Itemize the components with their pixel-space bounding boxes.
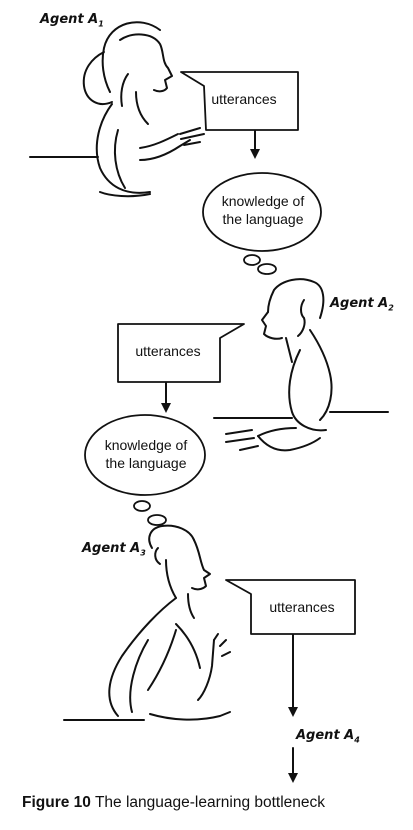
thought-text-2-line2: the language — [106, 455, 187, 471]
speech-bubble-3 — [225, 579, 356, 635]
thought-text-2-line1: knowledge of — [105, 437, 188, 453]
speech-bubble-1 — [180, 71, 299, 131]
thought-text-1-line1: knowledge of — [222, 193, 305, 209]
agent-label-a3: Agent A3 — [82, 541, 146, 558]
thought-bubble-2 — [84, 414, 206, 526]
speech-text-2: utterances — [135, 343, 200, 359]
figure-caption: Figure 10 The language-learning bottlene… — [22, 794, 325, 812]
speech-bubble-2 — [117, 323, 245, 383]
speech-text-1: utterances — [211, 91, 276, 107]
caption-text: The language-learning bottleneck — [94, 794, 326, 811]
thought-text-1-line2: the language — [223, 211, 304, 227]
caption-prefix: Figure 10 — [22, 794, 91, 811]
agent-label-a2: Agent A2 — [330, 296, 394, 313]
speech-text-3: utterances — [269, 599, 334, 615]
figure-agent-a2 — [213, 278, 389, 452]
figure-agent-a3 — [63, 524, 231, 721]
figure-agent-a1 — [29, 21, 205, 198]
agent-label-a4: Agent A4 — [296, 728, 360, 745]
agent-label-a1: Agent A1 — [40, 12, 104, 29]
thought-bubble-1 — [202, 172, 322, 275]
